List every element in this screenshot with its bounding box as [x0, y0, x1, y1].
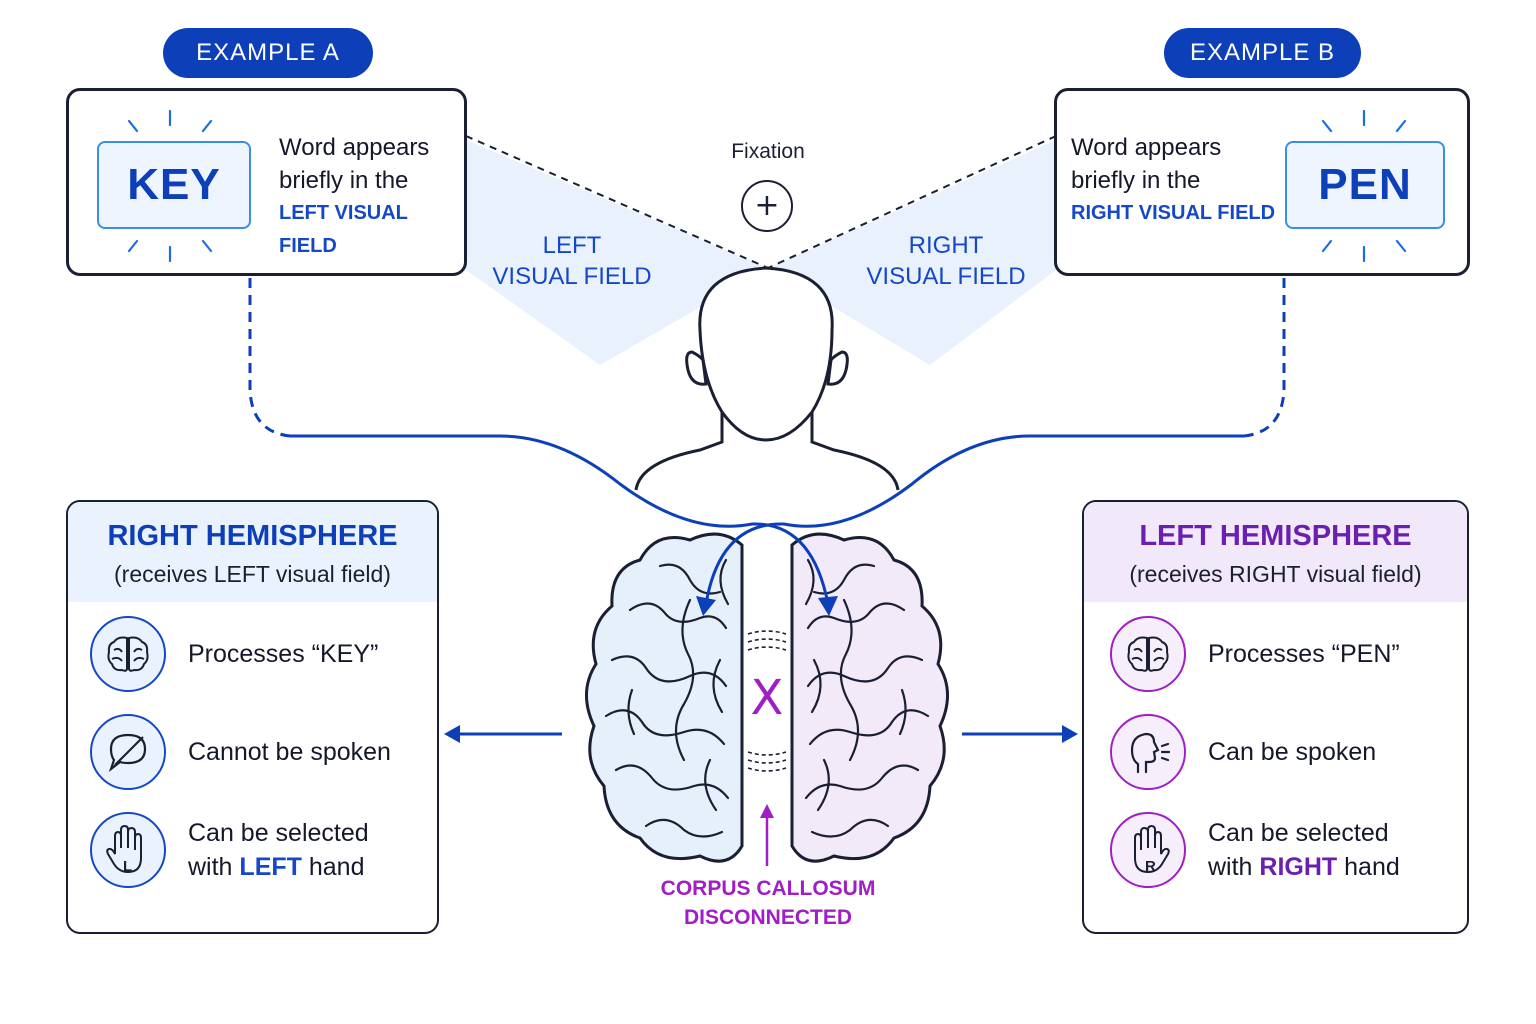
right-hemisphere-title: RIGHT HEMISPHERE — [107, 520, 398, 552]
disconnected-x-mark: X — [750, 670, 784, 726]
processes-key-text: Processes “KEY” — [188, 640, 379, 668]
right-hemisphere-panel: RIGHT HEMISPHERE (receives LEFT visual f… — [66, 500, 439, 934]
no-speech-icon — [90, 714, 166, 790]
right-hemisphere-header: RIGHT HEMISPHERE (receives LEFT visual f… — [68, 502, 437, 602]
speaking-head-icon — [1110, 714, 1186, 790]
person-icon — [634, 266, 900, 491]
left-hemisphere-panel: LEFT HEMISPHERE (receives RIGHT visual f… — [1082, 500, 1469, 934]
corpus-callosum-label: CORPUS CALLOSUM DISCONNECTED — [660, 877, 876, 929]
right-hemisphere-brain — [584, 532, 744, 863]
right-field-pathway — [704, 434, 1244, 605]
left-hemisphere-brain — [790, 532, 950, 863]
list-item: Processes “KEY” — [90, 616, 378, 692]
list-item: Processes “PEN” — [1110, 616, 1400, 692]
processes-pen-text: Processes “PEN” — [1208, 640, 1400, 668]
list-item: Can be spoken — [1110, 714, 1376, 790]
left-sight-line — [465, 135, 769, 269]
example-b-card: Word appears briefly in the RIGHT VISUAL… — [1054, 88, 1470, 276]
list-item: L Can be selected with LEFT hand — [90, 812, 369, 888]
right-sight-line — [767, 135, 1057, 269]
hand-icon: L — [90, 812, 166, 888]
word-pen: PEN — [1285, 141, 1445, 229]
left-field-pathway — [290, 434, 830, 605]
brain-icon — [1110, 616, 1186, 692]
example-a-card: KEY Word appears briefly in the LEFT VIS… — [66, 88, 467, 276]
right-visual-field-label: RIGHT VISUAL FIELD — [866, 232, 1026, 290]
example-b-field: RIGHT VISUAL FIELD — [1071, 202, 1276, 224]
brain-icon — [90, 616, 166, 692]
select-right-hand-text: Can be selected with RIGHT hand — [1208, 819, 1400, 881]
flash-rays-icon — [1321, 109, 1407, 263]
fixation-cross-icon: + — [741, 180, 793, 232]
hand-letter-r: R — [1145, 858, 1156, 875]
example-a-pill: EXAMPLE A — [163, 28, 373, 78]
hand-letter-l: L — [123, 858, 133, 875]
left-visual-field-wedge — [466, 140, 768, 365]
list-item: R Can be selected with RIGHT hand — [1110, 812, 1400, 888]
left-hemisphere-header: LEFT HEMISPHERE (receives RIGHT visual f… — [1084, 502, 1467, 602]
corpus-callosum-gap — [747, 630, 787, 772]
example-a-description: Word appears briefly in the LEFT VISUAL … — [279, 131, 464, 263]
right-hemisphere-subtitle: (receives LEFT visual field) — [114, 561, 391, 587]
can-be-spoken-text: Can be spoken — [1208, 738, 1377, 766]
right-card-connector — [1243, 278, 1286, 438]
list-item: Cannot be spoken — [90, 714, 391, 790]
example-b-pill: EXAMPLE B — [1164, 28, 1361, 78]
example-b-description: Word appears briefly in the RIGHT VISUAL… — [1071, 131, 1275, 230]
word-key: KEY — [97, 141, 251, 229]
left-hemisphere-subtitle: (receives RIGHT visual field) — [1129, 561, 1422, 587]
left-hemisphere-title: LEFT HEMISPHERE — [1139, 520, 1412, 552]
hand-icon: R — [1110, 812, 1186, 888]
right-visual-field-wedge — [768, 140, 1056, 365]
cannot-be-spoken-text: Cannot be spoken — [188, 738, 391, 766]
left-visual-field-label: LEFT VISUAL FIELD — [492, 232, 652, 290]
left-card-connector — [248, 278, 291, 438]
select-left-hand-text: Can be selected with LEFT hand — [188, 819, 369, 881]
example-a-field: LEFT VISUAL FIELD — [279, 202, 408, 257]
flash-rays-icon — [127, 109, 213, 263]
fixation-label: Fixation — [731, 140, 805, 163]
